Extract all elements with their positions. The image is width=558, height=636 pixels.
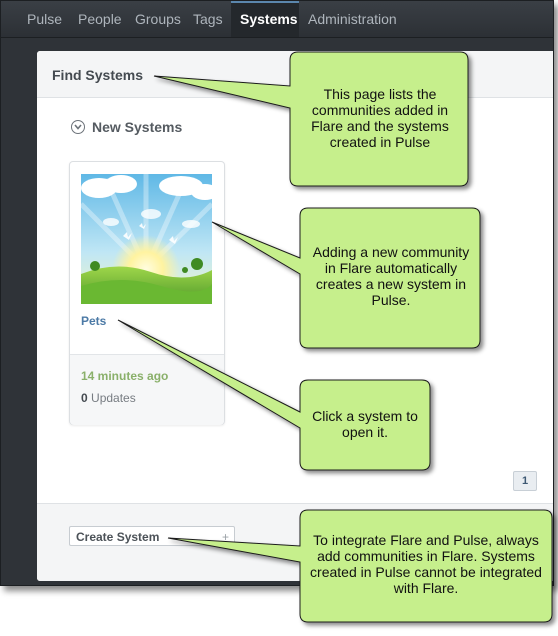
section-label: New Systems [92, 119, 183, 135]
chevron-down-icon [71, 120, 85, 134]
callout-text-2: Adding a new community in Flare automati… [312, 244, 470, 308]
card-timestamp: 14 minutes ago [81, 369, 169, 383]
update-label: Updates [91, 391, 136, 405]
nav-item-pulse[interactable]: Pulse [27, 11, 63, 27]
card-updates: 0 Updates [81, 391, 136, 405]
new-systems-toggle[interactable]: New Systems [71, 118, 182, 136]
top-navbar: Pulse People Groups Tags Systems Adminis… [1, 1, 553, 38]
nav-active-indicator [231, 1, 299, 37]
callout-text-3: Click a system to open it. [312, 408, 418, 440]
page-title: Find Systems [52, 67, 144, 83]
nav-item-administration[interactable]: Administration [308, 11, 397, 27]
system-name-link[interactable]: Pets [81, 314, 107, 328]
update-count: 0 [81, 391, 88, 405]
callout-text-1: This page lists the communities added in… [311, 86, 449, 150]
pagination-page-button[interactable]: 1 [513, 471, 537, 491]
create-system-label: Create System [76, 530, 160, 544]
plus-icon: + [221, 530, 229, 544]
nav-item-people[interactable]: People [78, 11, 122, 27]
landscape-image-icon [81, 174, 212, 304]
callout-text-4: To integrate Flare and Pulse, always add… [310, 532, 542, 596]
nav-item-systems[interactable]: Systems [240, 11, 298, 27]
card-footer: 14 minutes ago 0 Updates [70, 354, 224, 425]
nav-item-tags[interactable]: Tags [193, 11, 223, 27]
find-systems-panel: Find Systems New Systems [37, 51, 553, 581]
nav-item-groups[interactable]: Groups [135, 11, 181, 27]
create-system-button[interactable]: Create System + [69, 526, 235, 546]
panel-header: Find Systems [37, 51, 553, 98]
system-card[interactable]: Pets 14 minutes ago 0 Updates [69, 161, 225, 425]
